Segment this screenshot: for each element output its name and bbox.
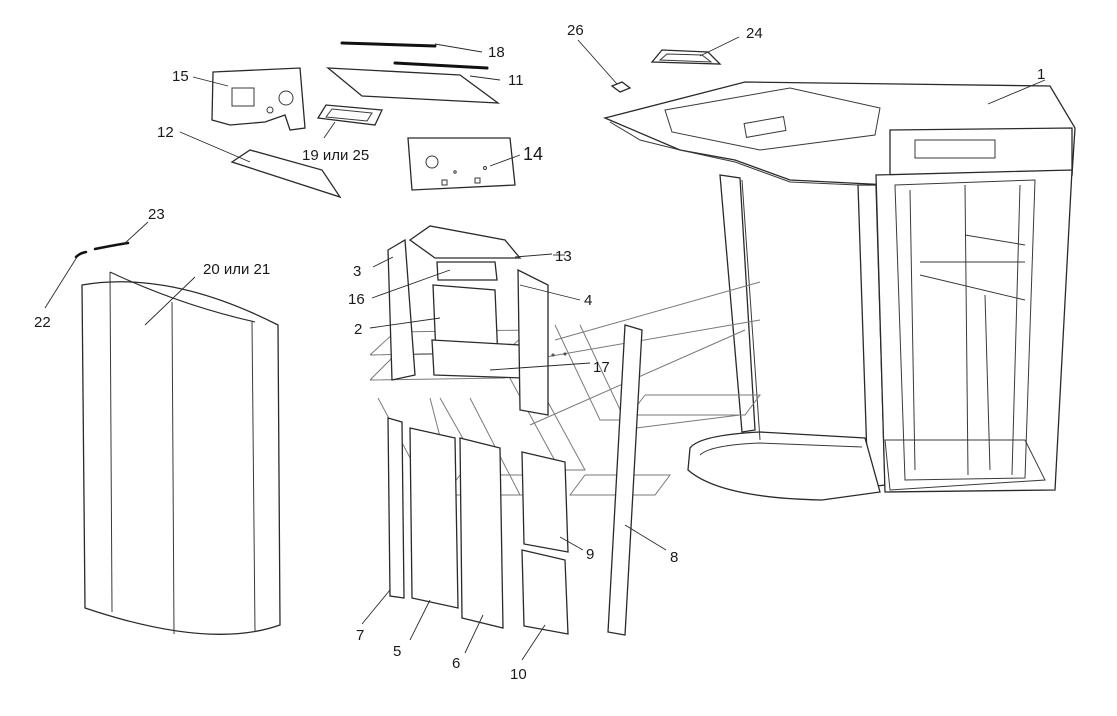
roof-glass-panel <box>326 67 501 104</box>
callout-11: 11 <box>508 72 524 89</box>
roof-trim-panel-cutout <box>231 87 255 107</box>
callout-23: 23 <box>148 206 165 223</box>
leader-lines <box>44 36 1046 661</box>
cab-left-pillar <box>719 174 756 433</box>
callout-24: 24 <box>746 25 763 42</box>
cab-right-side <box>875 169 1073 493</box>
roof-trim-strip <box>230 149 342 199</box>
callout-26: 26 <box>567 22 584 39</box>
roof-trim-panel-right-dot-2 <box>453 170 457 174</box>
callout-10: 10 <box>510 666 527 683</box>
roof-trim-panel-left <box>211 67 306 131</box>
front-glass-lower <box>431 339 524 379</box>
cab-rear-floor <box>884 439 1046 491</box>
right-corner-glass-dot-2 <box>563 352 567 356</box>
upper-front-panel <box>408 225 522 259</box>
callout-7: 7 <box>356 627 364 644</box>
lower-narrow-strip <box>387 417 405 599</box>
callout-17: 17 <box>593 359 610 376</box>
roof-hatch-frame-inner <box>325 108 373 122</box>
right-corner-glass-dot <box>551 353 555 357</box>
rear-panel-fold-1 <box>109 271 113 613</box>
cab-side-window-bar-4 <box>919 274 1026 301</box>
callout-5: 5 <box>393 643 401 660</box>
callout-2: 2 <box>354 321 362 338</box>
callout-3: 3 <box>353 263 361 280</box>
cab-floor-edge <box>699 442 863 456</box>
callout-1: 1 <box>1037 66 1045 83</box>
callout-9: 9 <box>586 546 594 563</box>
rear-panel-fold-3 <box>251 321 256 633</box>
cab-assembly <box>602 81 1076 501</box>
roof-trim-panel-hole-small <box>266 106 274 114</box>
cab-side-window-bars <box>964 184 969 476</box>
roof-seal-strip-upper <box>340 41 437 48</box>
rear-curved-panel <box>81 281 281 635</box>
roof-trim-panel-right-slot <box>441 179 448 186</box>
cab-inner-frame <box>909 189 916 471</box>
callout-8: 8 <box>670 549 678 566</box>
rear-seal-strip-long <box>93 241 130 251</box>
roof-trim-panel-right-dot <box>483 166 487 170</box>
callout-20-21: 20 или 21 <box>203 261 270 278</box>
roof-trim-panel-right <box>407 137 516 191</box>
callout-22: 22 <box>34 314 51 331</box>
roof-trim-panel-right-hole <box>425 155 439 169</box>
left-corner-glass <box>387 238 416 381</box>
roof-trim-panel-right-slot-2 <box>474 177 481 184</box>
cab-door-frame <box>894 179 1036 481</box>
callout-13: 13 <box>555 248 572 265</box>
cab-floor <box>687 431 881 501</box>
right-corner-glass <box>517 268 549 416</box>
roof-trim-panel-hole <box>278 90 294 106</box>
callout-6: 6 <box>452 655 460 672</box>
callout-19-25: 19 или 25 <box>302 147 369 164</box>
callout-4: 4 <box>584 292 592 309</box>
cab-roof-recess <box>664 87 881 151</box>
long-door-strip <box>607 324 643 636</box>
cab-roof-lip <box>609 121 881 187</box>
roof-hatch-frame <box>316 104 383 126</box>
callout-18: 18 <box>488 44 505 61</box>
rear-panel-top-edge <box>109 271 256 323</box>
cab-side-window-bar-5 <box>964 234 1026 246</box>
callout-16: 16 <box>348 291 365 308</box>
cab-roof-vent <box>914 139 996 159</box>
cab-roof-hatch <box>743 116 787 138</box>
callout-14: 14 <box>523 144 543 164</box>
rear-seal-strip-short <box>74 250 88 259</box>
callout-labels: 1 24 26 18 11 15 19 или 25 12 14 13 3 16… <box>34 22 1045 683</box>
lower-panel-5 <box>409 427 459 609</box>
roof-small-plate <box>610 81 632 93</box>
lower-panel-6 <box>459 437 504 629</box>
callout-15: 15 <box>172 68 189 85</box>
callout-12: 12 <box>157 124 174 141</box>
lower-panel-9 <box>521 451 569 553</box>
cab-side-window-bar-2 <box>1011 184 1021 476</box>
lower-panel-10 <box>521 549 569 635</box>
cab-inner-frame-2 <box>984 294 991 471</box>
roof-seal-strip-lower <box>393 61 489 70</box>
cab-left-wall-edge <box>741 179 761 441</box>
rear-panel-fold-2 <box>171 301 175 635</box>
